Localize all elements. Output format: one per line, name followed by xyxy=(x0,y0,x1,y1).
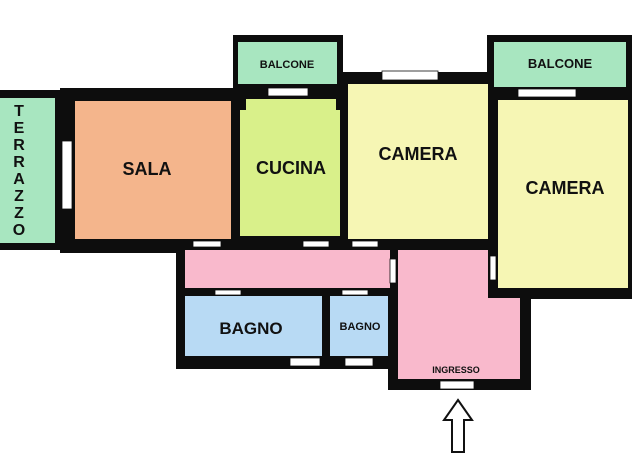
entrance-door xyxy=(439,380,475,390)
label-camera-2: CAMERA xyxy=(526,178,605,198)
room-terrazzo xyxy=(0,98,55,243)
window-bagno-1 xyxy=(289,357,321,367)
door-bagno-1 xyxy=(214,289,242,296)
window-bagno-2 xyxy=(344,357,374,367)
label-bagno-1: BAGNO xyxy=(219,319,282,338)
window-terrazzo-sala xyxy=(61,140,73,210)
door-camera-corridoio xyxy=(351,240,379,248)
label-cucina: CUCINA xyxy=(256,158,326,178)
label-camera-1: CAMERA xyxy=(379,144,458,164)
terrazzo-letter: T xyxy=(14,103,24,120)
openings xyxy=(61,70,577,390)
terrazzo-letter: R xyxy=(13,154,25,171)
label-balcone-2: BALCONE xyxy=(528,56,593,71)
door-sala-corridoio xyxy=(192,240,222,248)
up-arrow-icon xyxy=(442,398,474,453)
window-balcone-left xyxy=(267,87,309,97)
room-camera-2 xyxy=(498,100,628,288)
label-balcone-1: BALCONE xyxy=(260,59,314,71)
door-corridoio-ingresso xyxy=(389,258,397,284)
terrazzo-letter: R xyxy=(13,137,25,154)
room-camera-1 xyxy=(348,84,488,239)
room-corridoio xyxy=(185,250,390,288)
window-camera-1-top xyxy=(381,70,439,81)
terrazzo-letter: Z xyxy=(14,188,24,205)
room-ingresso xyxy=(398,250,520,379)
door-camera-2-ingresso xyxy=(489,255,497,281)
label-bagno-2: BAGNO xyxy=(340,321,381,333)
room-bagno-1 xyxy=(185,296,322,356)
terrazzo-letter: Z xyxy=(14,205,24,222)
room-bagno-2 xyxy=(330,296,388,356)
terrazzo-label: T E R R A Z Z O xyxy=(13,103,25,239)
terrazzo-letter: A xyxy=(13,171,25,188)
door-cucina-corridoio xyxy=(302,240,330,248)
room-sala xyxy=(75,101,231,239)
room-balcone-2 xyxy=(494,42,626,87)
label-ingresso: INGRESSO xyxy=(432,365,480,375)
label-sala: SALA xyxy=(123,159,172,179)
room-cucina xyxy=(240,99,340,236)
terrazzo-letter: O xyxy=(13,222,25,239)
room-balcone-1 xyxy=(238,42,337,84)
window-balcone-right xyxy=(517,88,577,98)
terrazzo-letter: E xyxy=(14,120,25,137)
door-bagno-2 xyxy=(341,289,369,296)
